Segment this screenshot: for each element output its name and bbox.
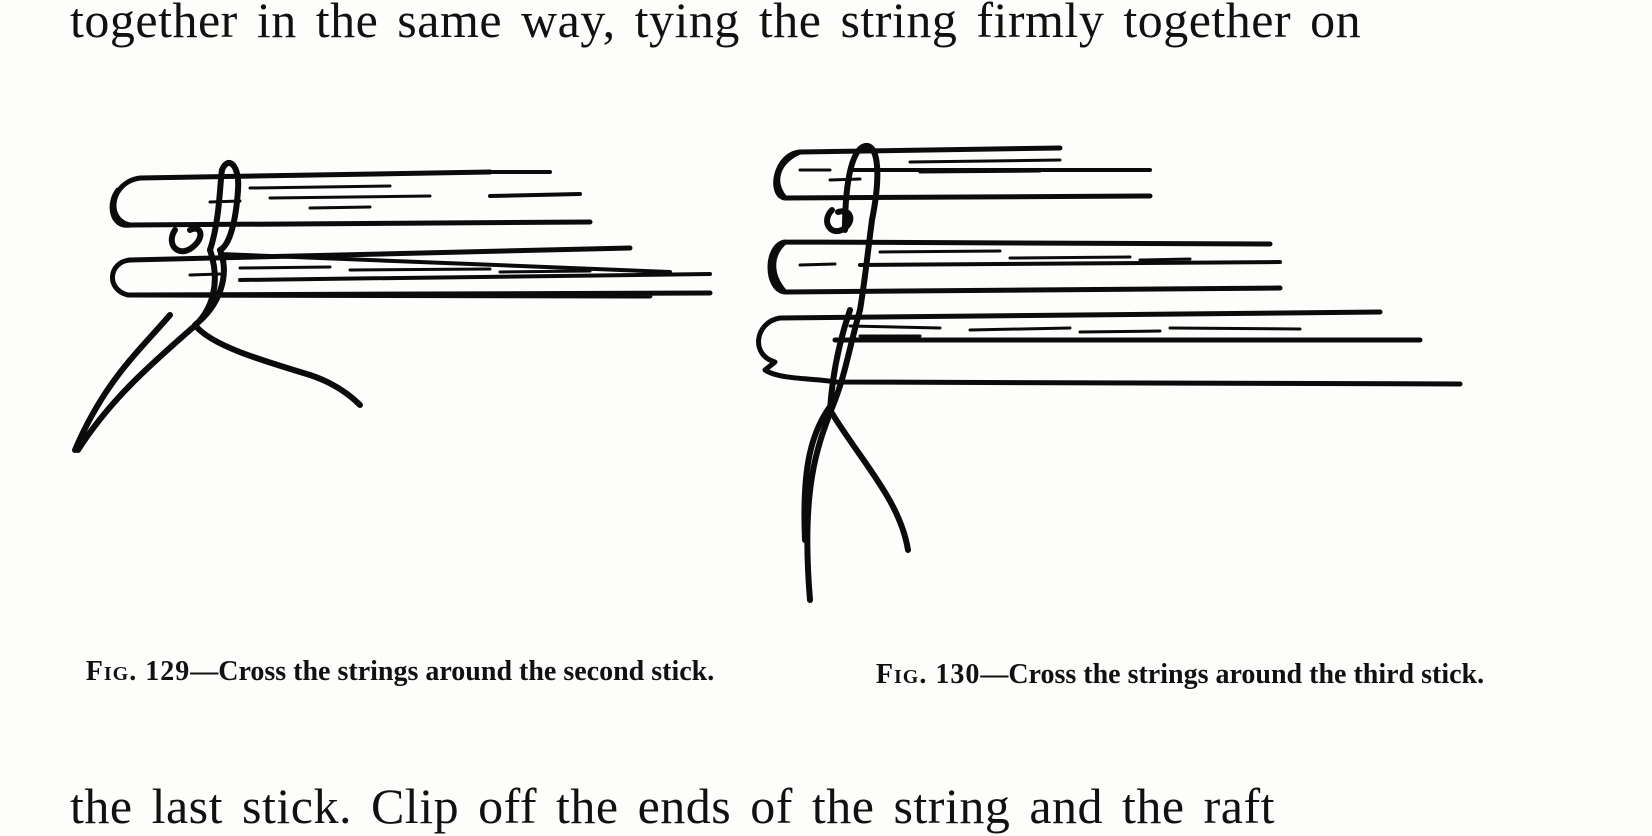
stick-2: [767, 239, 1283, 295]
stick-2: [110, 245, 713, 299]
fig-130-illustration: [756, 143, 1463, 603]
string: [72, 160, 363, 453]
stick-3: [756, 309, 1463, 387]
body-text-top: together in the same way, tying the stri…: [70, 0, 1362, 48]
figure-130-caption-text: —Cross the strings around the third stic…: [980, 659, 1485, 690]
figure-129-caption-text: —Cross the strings around the second sti…: [190, 656, 715, 687]
figure-129-caption: Fig. 129—Cross the strings around the se…: [80, 656, 720, 688]
string: [801, 143, 911, 603]
figure-130-label: Fig. 130: [875, 659, 981, 690]
stick-1: [773, 145, 1153, 201]
body-text-bottom: the last stick. Clip off the ends of the…: [70, 778, 1276, 834]
figure-130-caption: Fig. 130—Cross the strings around the th…: [800, 659, 1560, 691]
fig-129-illustration: [72, 160, 713, 453]
figure-129-label: Fig. 129: [85, 656, 191, 687]
stick-1: [109, 169, 593, 228]
